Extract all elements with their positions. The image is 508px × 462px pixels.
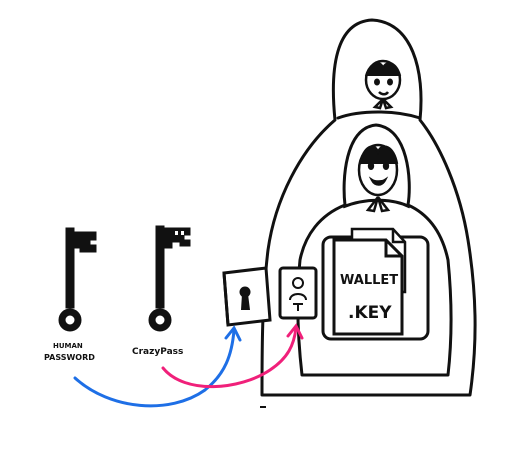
human-password-label-line1: HUMAN — [53, 342, 83, 350]
key-icon — [148, 225, 191, 332]
outer-doll — [260, 18, 477, 397]
wallet-label-line1: WALLET — [340, 273, 398, 288]
wallet-label-line2: .KEY — [348, 303, 392, 323]
middle-doll-face — [357, 143, 399, 213]
outer-doll-face — [364, 59, 402, 110]
keyhole-icon — [239, 286, 251, 310]
key-icon — [58, 227, 97, 332]
document-icon — [332, 238, 404, 336]
crazypass-label: CrazyPass — [132, 347, 183, 357]
fingerprint-lock-icon — [289, 277, 307, 311]
pink-arrow — [161, 323, 304, 389]
blue-arrow — [73, 325, 242, 408]
human-password-label-line2: PASSWORD — [44, 353, 95, 362]
